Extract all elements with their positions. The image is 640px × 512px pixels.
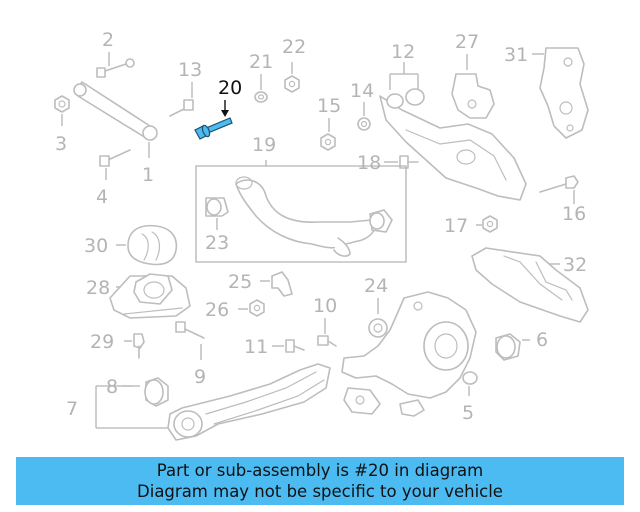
part-5-knuckle bbox=[341, 291, 478, 417]
callout-5: 5 bbox=[462, 402, 474, 424]
callout-12: 12 bbox=[391, 41, 415, 63]
callout-25: 25 bbox=[228, 271, 252, 293]
part-31-bracket bbox=[532, 47, 589, 139]
callout-7: 7 bbox=[66, 398, 78, 420]
callout-4: 4 bbox=[96, 186, 108, 208]
callout-32: 32 bbox=[563, 254, 587, 276]
callout-29: 29 bbox=[90, 331, 114, 353]
callout-9: 9 bbox=[194, 366, 206, 388]
callout-10: 10 bbox=[313, 295, 337, 317]
part-13-bolt bbox=[169, 82, 194, 117]
part-1-lateral-link bbox=[73, 81, 158, 158]
part-22-nut bbox=[284, 62, 300, 93]
part-30-bump-stop bbox=[116, 224, 178, 266]
part-7-trailing-arm bbox=[95, 363, 331, 441]
part-27-bracket bbox=[451, 54, 495, 119]
part-9-bolt bbox=[175, 321, 205, 360]
callout-19: 19 bbox=[252, 134, 276, 156]
caption-line-1: Part or sub-assembly is #20 in diagram bbox=[156, 461, 484, 480]
part-3-nut bbox=[54, 95, 70, 126]
callout-8: 8 bbox=[106, 376, 118, 398]
part-20-bolt-highlighted bbox=[194, 100, 233, 140]
part-2-bolt bbox=[96, 52, 135, 78]
callout-30: 30 bbox=[84, 235, 108, 257]
part-19-upper-arm-assembly bbox=[195, 160, 407, 263]
part-28-spring-seat bbox=[109, 273, 191, 319]
callout-27: 27 bbox=[455, 31, 479, 53]
part-4-bolt bbox=[99, 149, 131, 180]
callout-15: 15 bbox=[317, 95, 341, 117]
part-18-bolt bbox=[384, 155, 419, 169]
callout-11: 11 bbox=[244, 336, 268, 358]
part-16-bolt bbox=[539, 175, 579, 204]
caption-line-2: Diagram may not be specific to your vehi… bbox=[137, 482, 503, 501]
callout-3: 3 bbox=[55, 133, 67, 155]
callout-23: 23 bbox=[205, 232, 229, 254]
callout-16: 16 bbox=[562, 203, 586, 225]
callout-28: 28 bbox=[86, 277, 110, 299]
part-21-washer bbox=[254, 74, 268, 103]
callout-6: 6 bbox=[536, 329, 548, 351]
part-11-bolt bbox=[272, 339, 305, 353]
part-6-bushing bbox=[495, 333, 530, 361]
part-26-nut bbox=[238, 299, 265, 317]
callout-17: 17 bbox=[444, 215, 468, 237]
callout-2: 2 bbox=[102, 29, 114, 51]
callout-24: 24 bbox=[364, 275, 388, 297]
callout-26: 26 bbox=[205, 299, 229, 321]
caption-banner: Part or sub-assembly is #20 in diagram D… bbox=[16, 457, 624, 505]
callout-14: 14 bbox=[350, 80, 374, 102]
callout-18: 18 bbox=[357, 152, 381, 174]
part-17-nut bbox=[476, 215, 498, 233]
part-12-control-arm bbox=[379, 62, 527, 201]
callout-21: 21 bbox=[249, 51, 273, 73]
part-29-bolt bbox=[124, 333, 145, 359]
part-32-bracket bbox=[471, 247, 589, 323]
part-8-bushing bbox=[122, 377, 169, 407]
part-24-washer bbox=[368, 298, 388, 338]
callout-13: 13 bbox=[178, 59, 202, 81]
part-25-clip bbox=[260, 271, 293, 297]
callout-31: 31 bbox=[504, 44, 528, 66]
part-10-bolt bbox=[317, 318, 337, 347]
parts-diagram: 2 3 1 4 13 20 21 bbox=[54, 29, 589, 441]
part-15-nut bbox=[320, 118, 336, 151]
part-14-washer bbox=[357, 102, 371, 131]
callout-22: 22 bbox=[282, 36, 306, 58]
callout-20: 20 bbox=[218, 77, 242, 99]
callout-1: 1 bbox=[142, 164, 154, 186]
